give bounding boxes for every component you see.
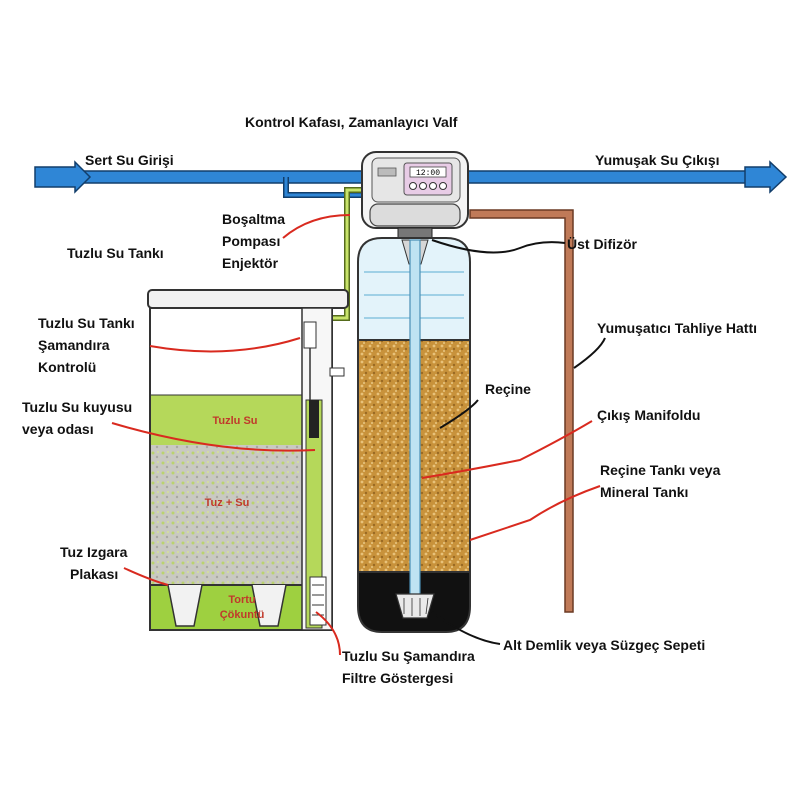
label-outlet-manifold: Çıkış Manifoldu — [597, 407, 700, 423]
label-hard-water-inlet: Sert Su Girişi — [85, 152, 174, 168]
drain-line-pipe — [469, 209, 574, 613]
brine-water-text: Tuzlu Su — [212, 415, 257, 427]
leader-resin — [439, 399, 479, 429]
brine-tank — [147, 289, 349, 631]
label-float-control-1: Tuzlu Su Tankı — [38, 315, 135, 331]
control-button[interactable] — [409, 182, 417, 190]
soft-water-outlet-pipe — [465, 160, 788, 194]
label-bottom-basket: Alt Demlik veya Süzgeç Sepeti — [503, 637, 705, 653]
display-time: 12:00 — [416, 169, 440, 178]
salt-water-zone — [151, 445, 302, 585]
label-brine-well-1: Tuzlu Su kuyusu — [22, 399, 132, 415]
label-salt-grid-1: Tuz Izgara — [60, 544, 128, 560]
control-head: 12:00 — [361, 151, 469, 229]
sediment-text-2: Çökuntü — [220, 609, 265, 621]
float-control — [303, 321, 317, 349]
label-float-control-3: Kontrolü — [38, 359, 96, 375]
brine-water-zone — [151, 395, 302, 445]
leader-brine-well — [111, 422, 316, 452]
control-button[interactable] — [429, 182, 437, 190]
leader-lines-dark — [431, 239, 606, 645]
label-float-control-2: Şamandıra — [38, 337, 110, 353]
leader-float-filter — [315, 611, 341, 656]
label-float-filter-1: Tuzlu Su Şamandıra — [342, 648, 475, 664]
label-drain-pump-1: Boşaltma — [222, 211, 285, 227]
label-resin-tank-1: Reçine Tankı veya — [600, 462, 721, 478]
label-soft-water-outlet: Yumuşak Su Çıkışı — [595, 152, 720, 168]
leader-resin-tank — [469, 485, 601, 541]
label-brine-well-2: veya odası — [22, 421, 94, 437]
leader-lines — [111, 214, 351, 656]
leader-drain-pump — [282, 214, 351, 239]
leader-upper-distributor — [431, 239, 566, 254]
leader-drain-line — [573, 337, 606, 369]
label-control-head: Kontrol Kafası, Zamanlayıcı Valf — [245, 114, 458, 130]
inlet-arrow-icon — [34, 160, 92, 194]
label-float-filter-2: Filtre Göstergesi — [342, 670, 453, 686]
label-drain-line: Yumuşatıcı Tahliye Hattı — [597, 320, 757, 336]
sediment-text-1: Tortu — [228, 594, 255, 606]
label-brine-tank: Tuzlu Su Tankı — [67, 245, 164, 261]
label-upper-distributor: Üst Difizör — [567, 236, 638, 252]
hard-water-inlet-pipe — [34, 160, 370, 198]
riser-tube — [409, 239, 421, 596]
leader-float-control — [149, 337, 301, 353]
leader-salt-grid — [123, 567, 169, 586]
label-resin: Reçine — [485, 381, 531, 397]
outlet-arrow-icon — [744, 160, 788, 194]
label-drain-pump-2: Pompası — [222, 233, 280, 249]
leader-outlet-manifold — [421, 420, 593, 479]
control-button[interactable] — [439, 182, 447, 190]
label-salt-grid-2: Plakası — [70, 566, 118, 582]
float-filter — [309, 576, 327, 626]
bottom-basket — [395, 593, 435, 619]
resin-tank — [357, 237, 471, 633]
label-resin-tank-2: Mineral Tankı — [600, 484, 688, 500]
control-button[interactable] — [419, 182, 427, 190]
label-drain-pump-3: Enjektör — [222, 255, 279, 271]
brine-tank-lid — [147, 289, 349, 309]
salt-water-text: Tuz + Su — [205, 497, 250, 509]
leader-bottom-basket — [431, 611, 501, 645]
